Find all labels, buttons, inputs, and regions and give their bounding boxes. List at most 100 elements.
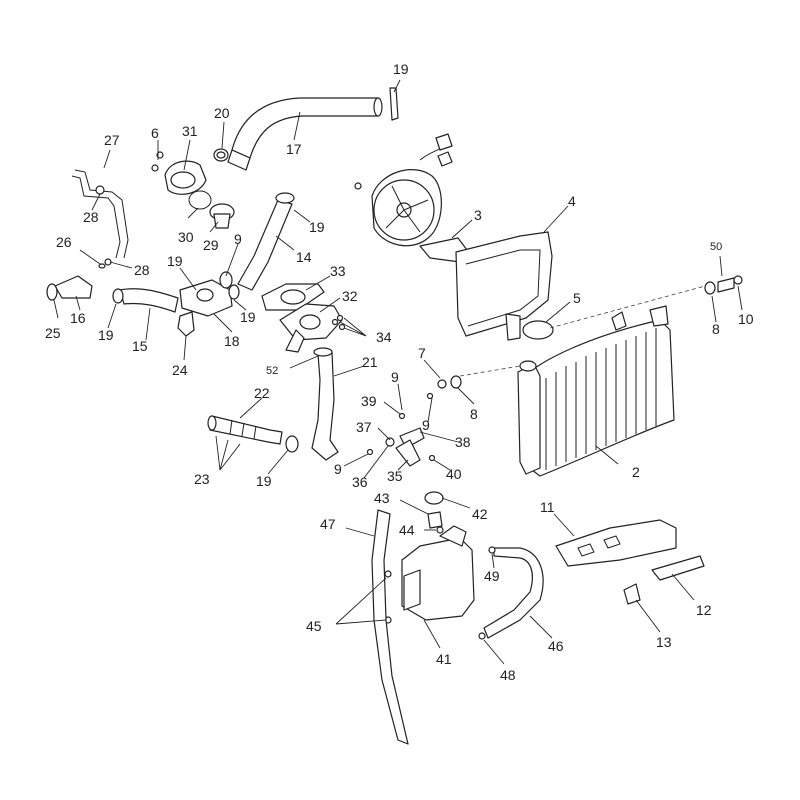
label-9: 9 xyxy=(422,417,430,433)
label-18: 18 xyxy=(224,333,240,349)
clip-26 xyxy=(98,263,106,269)
label-15: 15 xyxy=(132,338,148,354)
clamp-49 xyxy=(488,546,496,554)
hose-46 xyxy=(483,547,544,639)
label-43: 43 xyxy=(374,490,390,506)
clamp-19-bottom xyxy=(285,435,299,453)
bleed-pipe-27 xyxy=(71,169,129,259)
label-40: 40 xyxy=(446,466,462,482)
label-50: 50 xyxy=(710,241,722,253)
bracket-35 xyxy=(395,439,421,467)
label-44: 44 xyxy=(399,522,415,538)
bolt-10 xyxy=(733,275,743,285)
label-19: 19 xyxy=(240,309,256,325)
label-6: 6 xyxy=(151,125,159,141)
label-27: 27 xyxy=(104,132,120,148)
label-24: 24 xyxy=(172,362,188,378)
label-9: 9 xyxy=(234,231,242,247)
label-21: 21 xyxy=(362,354,378,370)
clamp-20 xyxy=(213,148,229,162)
label-8: 8 xyxy=(470,406,478,422)
label-16: 16 xyxy=(70,310,86,326)
label-5: 5 xyxy=(573,290,581,306)
label-28: 28 xyxy=(83,209,99,225)
clip-13 xyxy=(623,583,641,605)
label-36: 36 xyxy=(352,474,368,490)
reservoir-41 xyxy=(401,525,475,621)
label-32: 32 xyxy=(342,288,358,304)
label-9: 9 xyxy=(334,461,342,477)
label-29: 29 xyxy=(203,237,219,253)
bolt-39 xyxy=(398,412,406,420)
label-30: 30 xyxy=(178,229,194,245)
screw-9-lower xyxy=(366,448,374,456)
pipe-22 xyxy=(207,415,283,445)
shroud-4 xyxy=(455,231,553,341)
bolt-7 xyxy=(437,379,447,389)
clamp-48 xyxy=(478,632,486,640)
label-49: 49 xyxy=(484,568,500,584)
grommet-8-mid xyxy=(450,375,462,389)
screw-fan xyxy=(354,182,362,190)
cap-5 xyxy=(522,320,554,340)
hose-47 xyxy=(371,509,409,745)
hose-15 xyxy=(119,288,179,313)
label-31: 31 xyxy=(182,123,198,139)
fan-3 xyxy=(371,133,471,263)
radiator-2 xyxy=(517,305,675,477)
callout-labels: 19 20 17 27 6 31 28 30 29 9 19 14 26 28 … xyxy=(45,61,754,683)
label-19: 19 xyxy=(98,327,114,343)
thermostat-29 xyxy=(209,203,235,229)
label-19: 19 xyxy=(309,219,325,235)
leader-lines xyxy=(53,79,743,665)
washer-37 xyxy=(385,437,395,447)
label-17: 17 xyxy=(286,141,302,157)
clamp-19-left xyxy=(112,288,124,304)
label-11: 11 xyxy=(540,499,555,515)
bracket-11 xyxy=(555,519,677,567)
screw-40 xyxy=(428,454,436,462)
label-47: 47 xyxy=(320,516,336,532)
hose-17 xyxy=(227,97,383,171)
label-45: 45 xyxy=(306,618,322,634)
thermostat-housing-31 xyxy=(151,151,207,195)
hose-21 xyxy=(311,347,339,461)
label-46: 46 xyxy=(548,638,564,654)
label-3: 3 xyxy=(474,207,482,223)
hose-16 xyxy=(46,275,93,301)
bracket-24 xyxy=(177,311,195,337)
label-19: 19 xyxy=(393,61,409,77)
label-41: 41 xyxy=(436,651,452,667)
label-19: 19 xyxy=(256,473,272,489)
pump-cover-32 xyxy=(279,303,343,353)
label-48: 48 xyxy=(500,667,516,683)
label-28: 28 xyxy=(134,262,150,278)
label-25: 25 xyxy=(45,325,61,341)
label-37: 37 xyxy=(356,419,372,435)
clamp-19-top xyxy=(389,87,399,121)
label-7: 7 xyxy=(418,345,426,361)
fitting-44 xyxy=(436,526,444,534)
bolts-34 xyxy=(331,314,346,331)
label-22: 22 xyxy=(254,385,270,401)
label-8: 8 xyxy=(712,321,720,337)
label-19: 19 xyxy=(167,253,183,269)
collar-50 xyxy=(717,277,735,293)
manifold-18 xyxy=(179,271,240,317)
label-33: 33 xyxy=(330,263,346,279)
hose-14 xyxy=(237,192,295,291)
label-4: 4 xyxy=(568,193,576,209)
dash-line-b xyxy=(549,285,706,329)
label-42: 42 xyxy=(472,506,488,522)
bracket-12 xyxy=(651,555,705,581)
label-26: 26 xyxy=(56,234,72,250)
label-52: 52 xyxy=(266,365,278,377)
label-12: 12 xyxy=(696,602,712,618)
label-39: 39 xyxy=(361,393,377,409)
gasket-33 xyxy=(261,283,325,311)
label-38: 38 xyxy=(455,434,471,450)
screw-9-mid xyxy=(426,392,434,400)
label-13: 13 xyxy=(656,634,672,650)
